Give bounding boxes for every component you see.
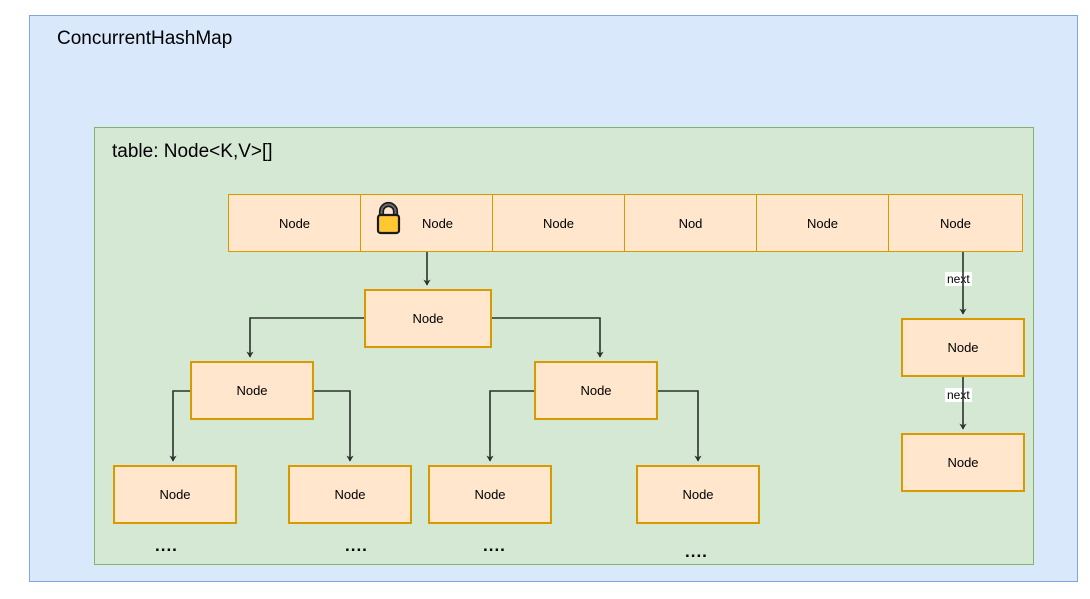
bucket-cell-0[interactable]: Node [228, 194, 361, 252]
node-label: Node [580, 383, 612, 398]
node-label: Node [947, 455, 979, 470]
bucket-cell-5[interactable]: Node [888, 194, 1023, 252]
ellipsis-1: .... [345, 536, 368, 555]
node-label: Node [412, 311, 444, 326]
linked-list-node-0[interactable]: Node [901, 318, 1025, 377]
tree-root-node[interactable]: Node [364, 289, 492, 348]
bucket-cell-label: Nod [678, 215, 703, 231]
bucket-cell-2[interactable]: Node [492, 194, 625, 252]
bucket-cell-label: Node [542, 215, 575, 231]
tree-leaf-node-3[interactable]: Node [636, 465, 760, 524]
bucket-cell-3[interactable]: Nod [624, 194, 757, 252]
tree-leaf-node-0[interactable]: Node [113, 465, 237, 524]
edge-label-next-0: next [945, 272, 972, 286]
bucket-cell-label: Node [421, 215, 454, 231]
table-title: table: Node<K,V>[] [112, 141, 273, 162]
concurrenthashmap-title: ConcurrentHashMap [57, 28, 233, 49]
tree-level2-node-left[interactable]: Node [190, 361, 314, 420]
ellipsis-0: .... [155, 536, 178, 555]
node-label: Node [159, 487, 191, 502]
linked-list-node-1[interactable]: Node [901, 433, 1025, 492]
bucket-cell-label: Node [806, 215, 839, 231]
node-label: Node [682, 487, 714, 502]
node-label: Node [474, 487, 506, 502]
tree-leaf-node-1[interactable]: Node [288, 465, 412, 524]
ellipsis-3: .... [685, 542, 708, 561]
ellipsis-2: .... [483, 536, 506, 555]
node-label: Node [334, 487, 366, 502]
bucket-cell-label: Node [939, 215, 972, 231]
node-label: Node [236, 383, 268, 398]
tree-leaf-node-2[interactable]: Node [428, 465, 552, 524]
edge-label-next-1: next [945, 388, 972, 402]
bucket-cell-4[interactable]: Node [756, 194, 889, 252]
node-label: Node [947, 340, 979, 355]
tree-level2-node-right[interactable]: Node [534, 361, 658, 420]
lock-icon [376, 201, 401, 235]
bucket-cell-label: Node [278, 215, 311, 231]
